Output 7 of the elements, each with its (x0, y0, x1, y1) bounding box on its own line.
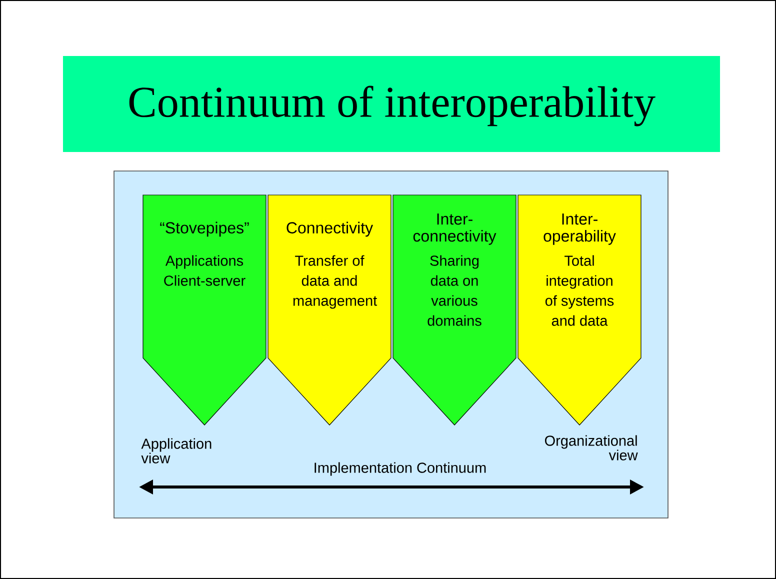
chevron-box: Inter- connectivity Sharing data on various domains (392, 194, 516, 426)
chevron-box: Connectivity Transfer of data and management (268, 194, 392, 426)
chevron-box: “Stovepipes” Applications Client-server (142, 194, 266, 426)
axis-title: Implementation Continuum (314, 462, 486, 476)
end-label: Organizational view (545, 435, 638, 460)
title-banner: Continuum of interoperability (63, 56, 720, 152)
chevron-box: Inter- operability Total integration of systems and data (518, 194, 642, 426)
